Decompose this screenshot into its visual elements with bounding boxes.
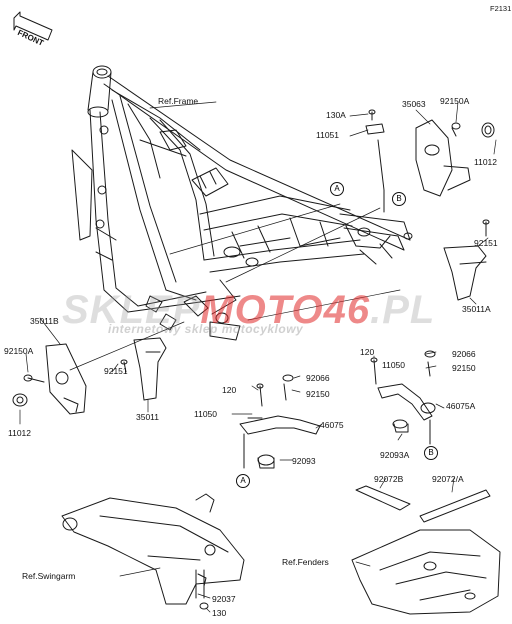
label-130a: 130A <box>326 110 346 120</box>
label-92072b: 92072B <box>374 474 404 484</box>
label-46075a: 46075A <box>446 401 476 411</box>
label-120-mid: 120 <box>222 385 237 395</box>
label-35063: 35063 <box>402 99 426 109</box>
callout-b-top: B <box>392 192 406 206</box>
label-92066-mid: 92066 <box>306 373 330 383</box>
label-35011b: 35011B <box>30 316 59 326</box>
label-11012-left: 11012 <box>8 428 32 438</box>
guide-46075 <box>239 374 321 469</box>
rear-fender <box>351 529 501 615</box>
front-arrow-icon <box>13 11 53 41</box>
label-11012-top: 11012 <box>474 157 498 167</box>
label-11050-right: 11050 <box>382 360 406 370</box>
label-92037: 92037 <box>212 594 236 604</box>
footrest-35011 <box>120 337 167 401</box>
footpeg-bracket-35063 <box>415 119 495 197</box>
label-92150-mid: 92150 <box>306 389 330 399</box>
main-frame <box>71 65 413 341</box>
clamp-11051 <box>365 109 385 213</box>
figure-id: F2131 <box>490 4 512 13</box>
label-35011a: 35011A <box>462 304 491 314</box>
label-92093a: 92093A <box>380 450 410 460</box>
swingarm <box>61 493 245 610</box>
label-92151-right: 92151 <box>474 238 498 248</box>
label-120-right: 120 <box>360 347 375 357</box>
callout-b-bottom: B <box>424 446 438 460</box>
label-92150a-left: 92150A <box>4 346 34 356</box>
label-11050-mid: 11050 <box>194 409 218 419</box>
label-ref-swingarm: Ref.Swingarm <box>22 571 76 581</box>
leader-lines <box>19 101 497 613</box>
label-92072a: 92072/A <box>432 474 464 484</box>
label-130-bottom: 130 <box>212 608 227 618</box>
label-ref-fenders: Ref.Fenders <box>282 557 329 567</box>
label-11051: 11051 <box>316 130 340 140</box>
rubber-strips <box>355 485 491 523</box>
label-92150-right: 92150 <box>452 363 476 373</box>
watermark-tagline: internetowy sklep motocyklowy <box>108 322 304 336</box>
watermark-logo: SKLEPMOTO46.PL <box>62 288 436 332</box>
label-46075: 46075 <box>320 420 344 430</box>
label-92093: 92093 <box>292 456 316 466</box>
label-35011: 35011 <box>136 412 160 422</box>
callout-a-bottom: A <box>236 474 250 488</box>
footrest-35011a <box>443 219 490 301</box>
label-92151-left: 92151 <box>104 366 128 376</box>
footrest-bracket-35011b <box>12 343 87 415</box>
guide-46075a <box>370 350 436 445</box>
label-ref-frame: Ref.Frame <box>158 96 199 106</box>
label-92150a-top: 92150A <box>440 96 470 106</box>
label-92066-right: 92066 <box>452 349 476 359</box>
callout-a-top: A <box>330 182 344 196</box>
